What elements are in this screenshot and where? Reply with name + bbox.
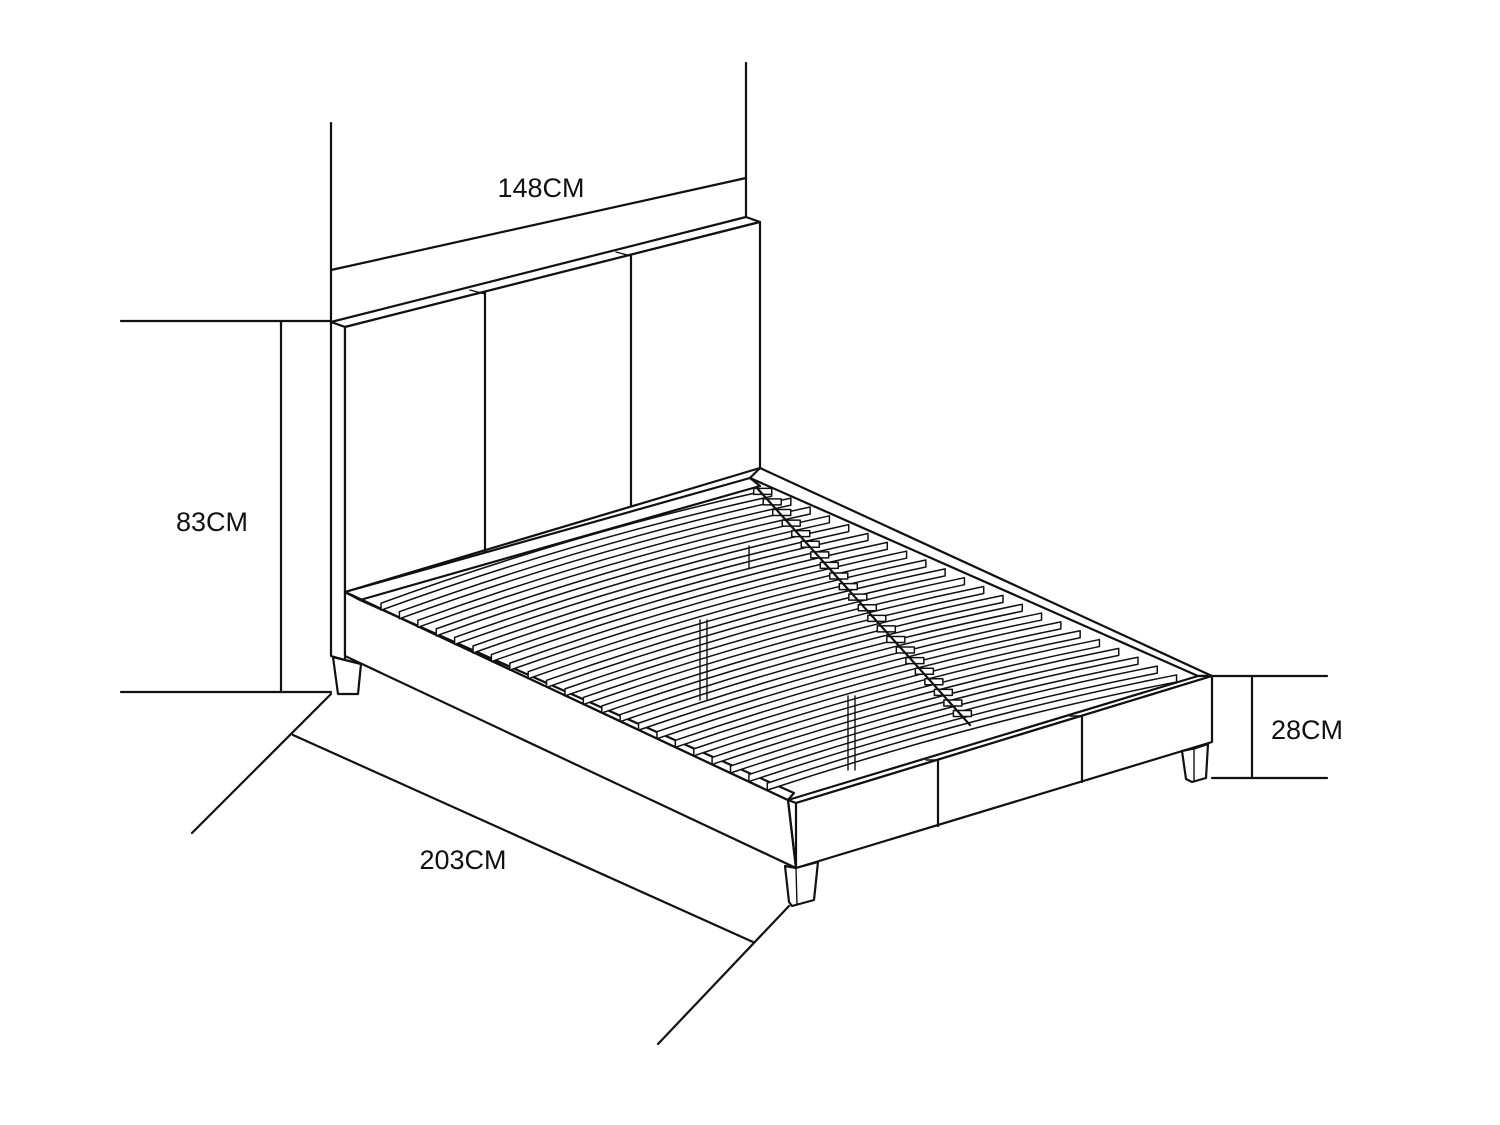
bed-slat [417,506,811,629]
length-label: 203CM [419,845,506,875]
bed-slat [435,515,831,637]
center-support [699,486,972,771]
bed-slat [674,629,1081,749]
slat-group [380,487,1178,791]
frame-height-label: 28CM [1271,715,1343,745]
leg-back-left [331,655,363,696]
bed-slat [509,550,908,671]
bed-slat [527,559,927,680]
height-label: 83CM [176,507,248,537]
dimension-labels: 148CM 83CM 203CM 28CM [176,173,1343,875]
bed-slat [637,612,1043,731]
bed-slat [748,665,1159,783]
bed-slat [656,621,1062,740]
bed-slat [398,497,792,620]
center-beam-line [755,486,972,727]
bed-slat [582,585,985,706]
bed-slat [601,594,1004,714]
headboard [329,215,762,662]
leg-front-left [783,860,820,908]
leg-front-left-edge [795,867,798,906]
bed-slat [545,568,946,689]
foot-rail-front-panel [794,674,1214,870]
headboard-seam-top-left [469,289,486,295]
foot-rail [786,674,1214,870]
length-extension-front [656,904,791,1046]
bed-slat [729,656,1139,774]
bed-slat [380,488,773,611]
bed-slat [692,638,1101,757]
bed-slat [619,603,1024,723]
headboard-seam-top-right [615,251,632,257]
width-dimension-line [329,176,748,272]
leg-front-right [1180,742,1210,784]
bed-slat [490,541,889,663]
foot-rail-corner-edge [786,798,798,870]
length-dimension-line [291,733,755,944]
headboard-side-edge [329,320,347,662]
width-label: 148CM [497,173,584,203]
length-extension-back [190,692,333,835]
dimension-lines [119,61,1329,1046]
bed-slat [472,532,869,654]
